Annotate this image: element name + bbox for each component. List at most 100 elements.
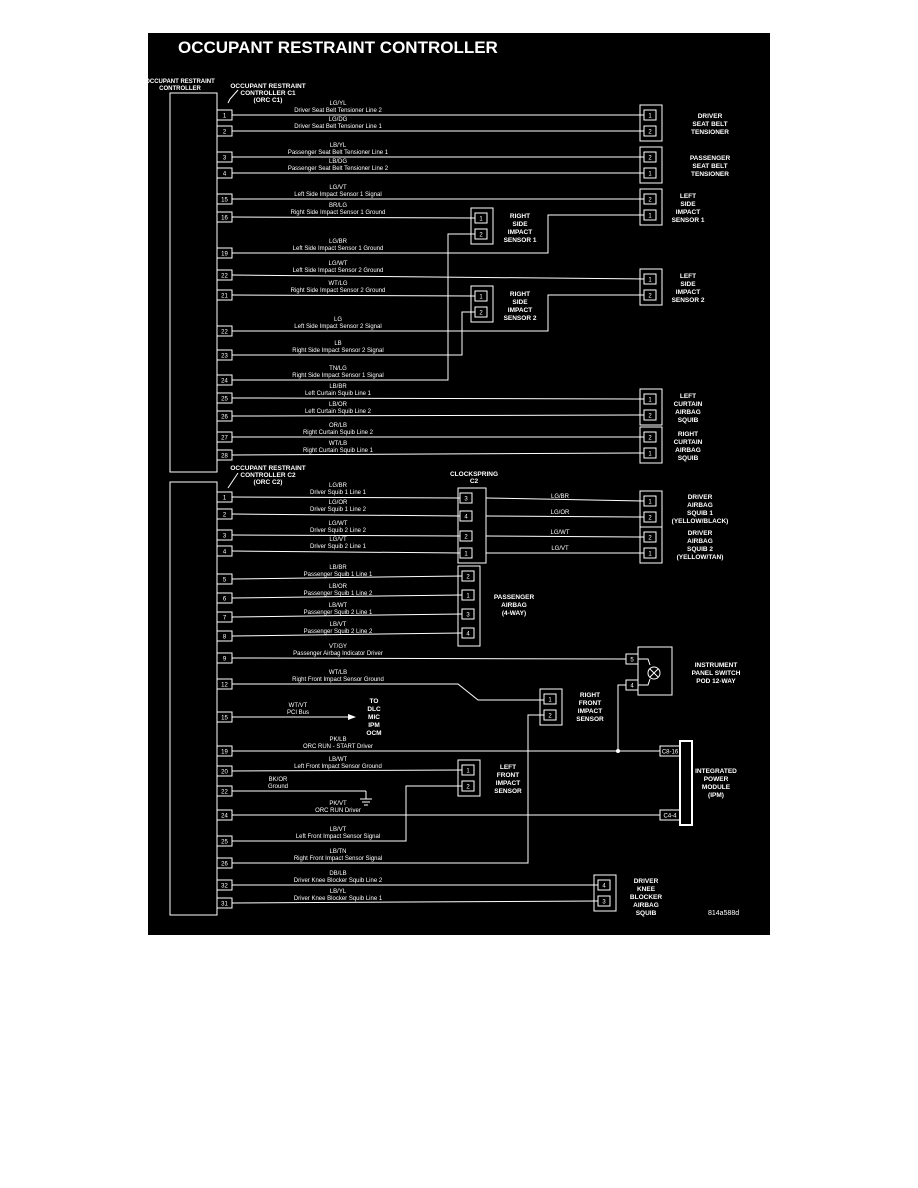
pin-number: 4 xyxy=(466,632,470,638)
pin-number: 3 xyxy=(466,613,470,619)
wire xyxy=(638,658,651,666)
pin-number: 25 xyxy=(221,840,228,846)
wire-color-label: LG/YL xyxy=(329,101,347,107)
pin-number: 4 xyxy=(630,684,634,690)
wire-color-label: LB/WT xyxy=(329,757,348,763)
left-side-impact-2-label: IMPACT xyxy=(676,289,700,296)
pin-number: 1 xyxy=(466,769,470,775)
pin-number: 22 xyxy=(221,274,228,280)
circuit-description: Left Front Impact Sensor Signal xyxy=(296,834,380,840)
right-front-impact-label: FRONT xyxy=(579,700,601,707)
wire-color-label: TN/LG xyxy=(329,366,347,372)
pin-number: 9 xyxy=(223,657,227,663)
controller-c1-label: CONTROLLER C1 xyxy=(240,90,296,97)
circuit-description: PCI Bus xyxy=(287,710,309,716)
wire-color-label: LB/OR xyxy=(329,402,348,408)
circuit-description: Right Curtain Squib Line 1 xyxy=(303,448,374,454)
pin-number: 5 xyxy=(223,578,227,584)
circuit-description: Driver Squib 1 Line 2 xyxy=(310,507,367,513)
wire-color-label: LG/OR xyxy=(551,510,570,516)
left-curtain-label: CURTAIN xyxy=(674,401,703,408)
wire xyxy=(231,294,476,297)
pin-number: 5 xyxy=(630,658,634,664)
left-side-impact-1-label: IMPACT xyxy=(676,209,700,216)
driver-tensioner-label: TENSIONER xyxy=(691,129,729,136)
wire-color-label: LB/YL xyxy=(330,143,347,149)
wire xyxy=(617,684,626,751)
wire xyxy=(231,575,463,580)
circuit-description: Passenger Airbag Indicator Driver xyxy=(293,651,383,657)
right-curtain-squib-connector xyxy=(639,426,663,464)
wire xyxy=(231,900,599,904)
pin-number: 26 xyxy=(221,415,228,421)
wire xyxy=(231,513,461,517)
pin-number: 2 xyxy=(648,156,652,162)
wire xyxy=(231,216,476,219)
right-side-impact-2-label: RIGHT xyxy=(510,291,530,298)
passenger-airbag-label: AIRBAG xyxy=(501,602,527,609)
left-curtain-label: SQUIB xyxy=(678,417,699,424)
left-side-impact-2-label: SIDE xyxy=(680,281,696,288)
controller-c2-label: OCCUPANT RESTRAINT xyxy=(230,465,305,472)
left-front-impact-label: SENSOR xyxy=(494,788,522,795)
wire xyxy=(232,214,644,254)
instrument-panel-label: PANEL SWITCH xyxy=(692,670,741,677)
driver-knee-label: DRIVER xyxy=(634,878,659,885)
right-front-impact-label: RIGHT xyxy=(580,692,600,699)
pin-number: 20 xyxy=(221,770,228,776)
left-front-impact-label: IMPACT xyxy=(496,780,520,787)
pin-number: 7 xyxy=(223,616,227,622)
pin-number: 23 xyxy=(221,354,228,360)
wire xyxy=(485,515,645,518)
circuit-description: Driver Seat Belt Tensioner Line 1 xyxy=(294,124,382,130)
right-side-impact-2-connector xyxy=(470,285,494,323)
pin-number: 19 xyxy=(221,252,228,258)
wire xyxy=(231,632,463,637)
ipm-label: POWER xyxy=(704,776,729,783)
pin-number: 2 xyxy=(223,130,227,136)
driver-knee-label: KNEE xyxy=(637,886,656,893)
wire-color-label: LG/WT xyxy=(329,521,348,527)
circuit-description: Driver Knee Blocker Squib Line 2 xyxy=(294,878,383,884)
circuit-description: Left Front Impact Sensor Ground xyxy=(294,764,382,770)
wire xyxy=(232,311,475,356)
wire-color-label: LG/WT xyxy=(551,530,570,536)
pin-number: 1 xyxy=(648,114,652,120)
pin-number: 1 xyxy=(223,114,227,120)
passenger-tensioner-connector xyxy=(639,146,663,184)
controller-c1-label: OCCUPANT RESTRAINT xyxy=(230,83,305,90)
wire xyxy=(232,294,644,332)
wire-color-label: LB/OR xyxy=(329,584,348,590)
driver-knee-label: BLOCKER xyxy=(630,894,662,901)
circuit-description: ORC RUN Driver xyxy=(315,808,361,814)
wire-color-label: LG/DG xyxy=(329,117,348,123)
wire xyxy=(231,657,627,660)
instrument-panel-label: POD 12-WAY xyxy=(696,678,736,685)
circuit-description: Left Side Impact Sensor 2 Signal xyxy=(294,324,381,330)
passenger-tensioner-label: TENSIONER xyxy=(691,171,729,178)
ipm-body xyxy=(679,740,693,826)
pin-number: 4 xyxy=(464,515,468,521)
right-curtain-label: AIRBAG xyxy=(675,447,701,454)
pin-number: 3 xyxy=(223,534,227,540)
pin-number: 2 xyxy=(464,535,468,541)
right-side-impact-1-label: SENSOR 1 xyxy=(504,237,537,244)
c2-pointer xyxy=(227,472,239,489)
clockspring-label: C2 xyxy=(470,478,479,485)
pin-number: 2 xyxy=(648,536,652,542)
wire-color-label: OR/LB xyxy=(329,423,347,429)
right-side-impact-2-label: SENSOR 2 xyxy=(504,315,537,322)
pin-number: 1 xyxy=(648,214,652,220)
wire-color-label: LG/VT xyxy=(329,537,347,543)
driver-knee-label: SQUIB xyxy=(636,910,657,917)
right-curtain-label: RIGHT xyxy=(678,431,698,438)
figure-code: 814a588d xyxy=(708,910,739,917)
driver-knee-label: AIRBAG xyxy=(633,902,659,909)
pin-number: 1 xyxy=(464,552,468,558)
wire-color-label: BK/OR xyxy=(269,777,288,783)
circuit-description: Driver Seat Belt Tensioner Line 2 xyxy=(294,108,382,114)
wire xyxy=(231,397,645,400)
wire-color-label: LG/BR xyxy=(329,239,348,245)
wire-color-label: LB xyxy=(334,341,341,347)
wire-color-label: LB/BR xyxy=(329,384,347,390)
